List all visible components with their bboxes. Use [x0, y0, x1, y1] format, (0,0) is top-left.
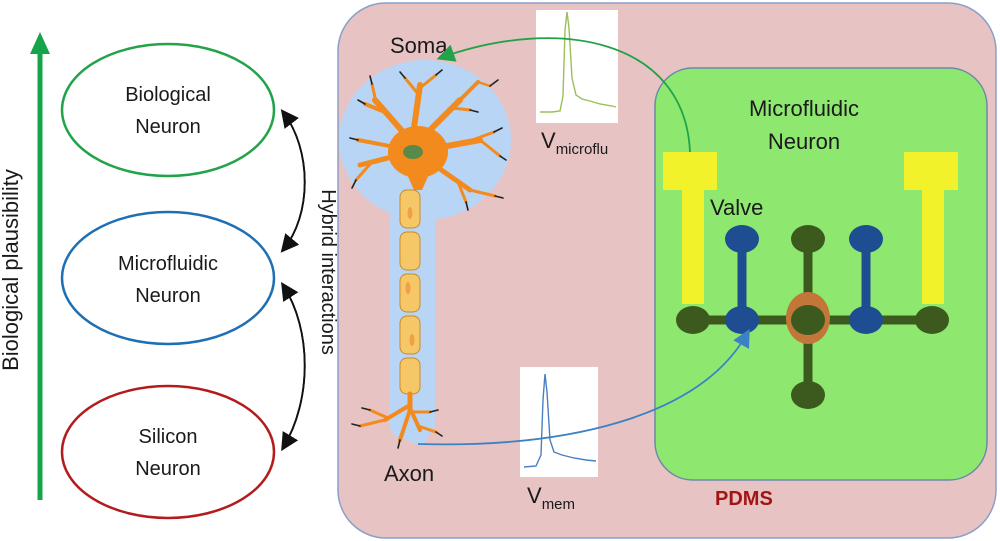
hybrid-interactions-label: Hybrid interactions: [317, 189, 339, 355]
v-mem-main: V: [527, 483, 542, 508]
hierarchy-microfluidic-neuron: Microfluidic Neuron: [60, 210, 276, 346]
v-microflu-main: V: [541, 128, 556, 153]
soma-label: Soma: [390, 33, 448, 58]
device-title-line2: Neuron: [768, 129, 840, 154]
valves: [725, 225, 883, 334]
v-microflu-label: Vmicroflu: [541, 128, 608, 158]
axon-label: Axon: [384, 461, 434, 486]
v-mem-sub: mem: [542, 496, 575, 513]
microfluidic-line1: Microfluidic: [118, 253, 218, 275]
silicon-line1: Silicon: [139, 426, 198, 448]
input-arrow-blue: [417, 328, 750, 446]
valve-right-bottom: [849, 306, 883, 334]
valve-left-top: [725, 225, 759, 253]
plausibility-axis: [30, 32, 50, 500]
pdms-label: PDMS: [715, 488, 773, 510]
biological-line1: Biological: [125, 84, 211, 106]
v-mem-label: Vmem: [527, 483, 575, 513]
ports: [663, 152, 958, 304]
valve-label: Valve: [710, 195, 763, 220]
membrane-trace-plot: [520, 367, 598, 477]
silicon-line2: Neuron: [135, 458, 201, 480]
microfluidic-line2: Neuron: [135, 285, 201, 307]
channel-nodes: [676, 225, 949, 409]
right-port: [904, 152, 958, 190]
microfluidic-trace-plot: [536, 10, 618, 123]
valve-left-bottom: [725, 306, 759, 334]
biological-neuron: [349, 69, 507, 449]
device-title-line1: Microfluidic: [749, 96, 859, 121]
valve-right-top: [849, 225, 883, 253]
left-port: [663, 152, 717, 190]
v-microflu-sub: microflu: [556, 141, 609, 158]
axis-label: Biological plausibility: [0, 169, 23, 371]
hybrid-interaction-arcs: [280, 109, 306, 452]
output-arrow-green: [436, 37, 691, 153]
hierarchy-biological-neuron: Biological Neuron: [60, 42, 276, 178]
biological-line2: Neuron: [135, 116, 201, 138]
hierarchy-silicon-neuron: Silicon Neuron: [60, 384, 276, 520]
